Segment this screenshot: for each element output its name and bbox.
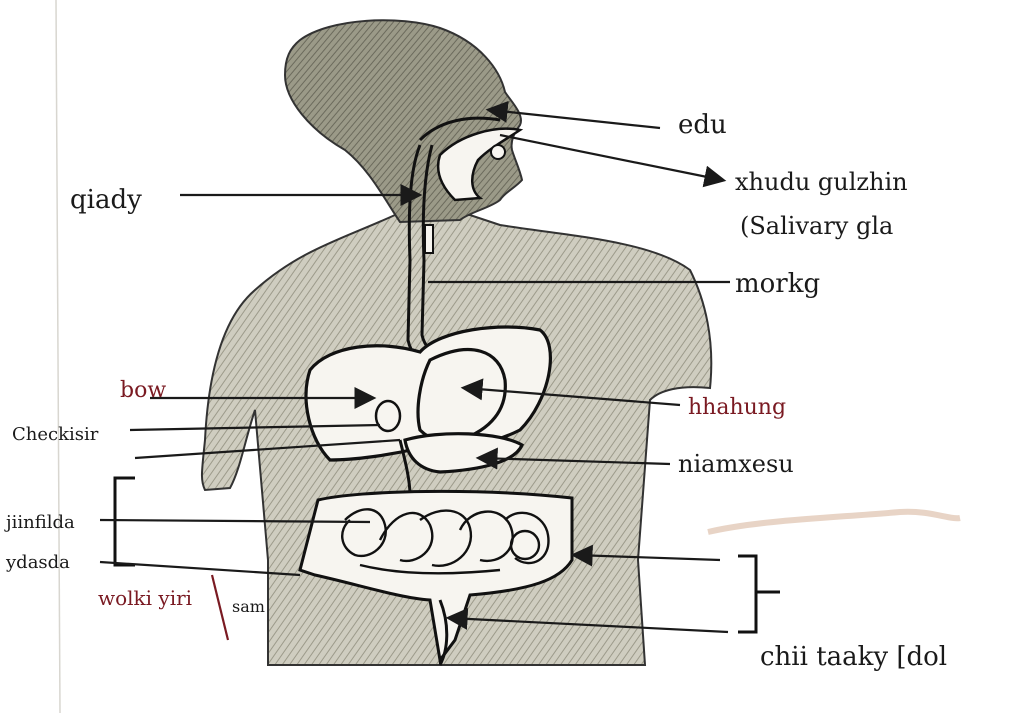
label-rectum-side: sam [232,597,265,616]
margin-line [56,0,60,713]
left-bracket [115,478,135,565]
label-appendix: wolki yiri [98,586,192,610]
label-liver-right: hhahung [688,395,786,420]
salivary-gland-shape [491,145,505,159]
label-pharynx: qiady [70,185,142,215]
label-esophagus: morkg [735,269,820,299]
label-salivary-2: (Salivary gla [740,212,893,240]
larynx-shape [425,225,433,253]
label-pancreas: niamxesu [678,450,794,478]
right-bracket [738,556,780,632]
appendix-stroke [212,575,228,640]
label-salivary-1: xhudu gulzhin [735,168,908,196]
label-small-intestine: jiinfilda [4,512,75,533]
ink-smudge [708,512,960,532]
gallbladder-shape [376,401,400,431]
label-anus: chii taaky [dol [760,642,947,672]
head-silhouette [285,20,522,222]
label-large-intestine: ydasda [5,552,70,573]
label-nose: edu [678,110,727,140]
salivary-arrow [500,135,722,180]
label-liver-left: bow [120,378,166,403]
label-gallbladder: Checkisir [12,424,99,445]
